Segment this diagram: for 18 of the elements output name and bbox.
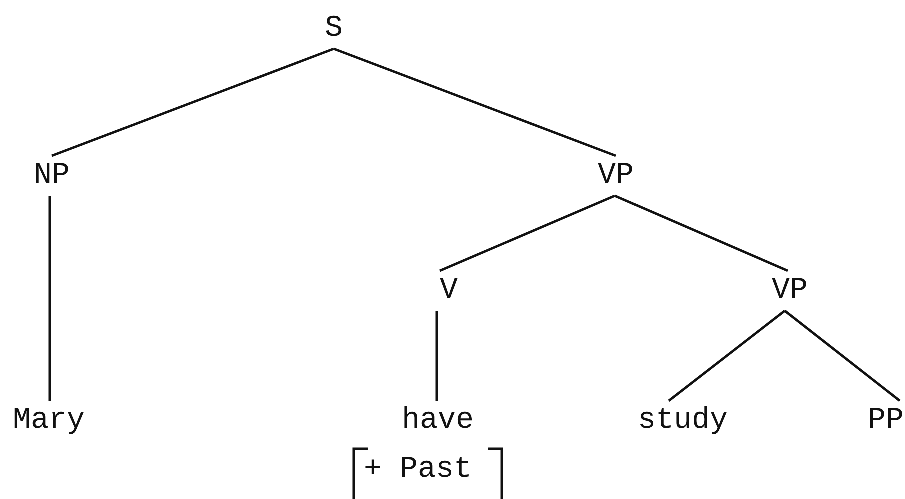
tree-label: VP (772, 271, 808, 311)
tree-label: PP (868, 401, 904, 441)
tree-label: NP (34, 156, 70, 196)
tree-label: have (402, 401, 474, 441)
tree-branch (440, 194, 616, 272)
tree-label: study (638, 401, 728, 441)
tree-branch (436, 311, 438, 401)
tree-branch (784, 310, 901, 402)
tree-branch (52, 48, 334, 158)
tree-branch (668, 310, 786, 402)
tree-label: VP (598, 156, 634, 196)
tree-label: S (325, 9, 343, 49)
tree-branch (334, 48, 616, 158)
feature-text: + Past (364, 455, 472, 485)
tree-branch (614, 194, 788, 272)
tree-label: Mary (13, 401, 85, 441)
tree-branch (48, 196, 52, 401)
tree-label: V (440, 271, 458, 311)
